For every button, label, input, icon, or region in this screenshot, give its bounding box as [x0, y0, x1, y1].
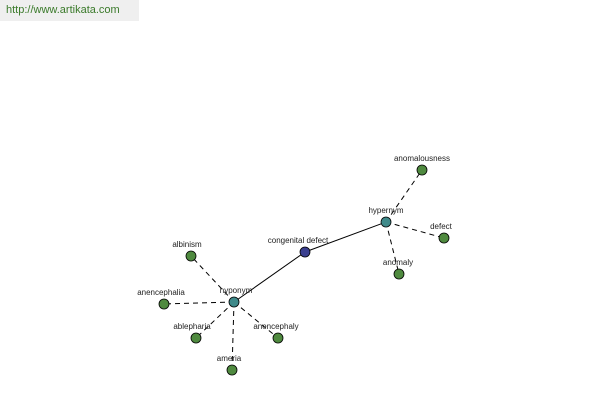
edge-center-hyponym — [233, 251, 306, 303]
label-anomalousness[interactable]: anomalousness — [394, 154, 450, 163]
node-congenital-defect[interactable] — [299, 246, 311, 258]
label-albinism[interactable]: albinism — [172, 240, 202, 249]
node-albinism[interactable] — [185, 250, 197, 262]
label-anomaly[interactable]: anomaly — [383, 258, 413, 267]
edge-hyponym-anencephalia — [163, 301, 235, 305]
graph-nodes — [158, 164, 450, 376]
graph-labels: congenital defect hypernym hyponym anoma… — [137, 154, 452, 363]
node-hypernym[interactable] — [380, 216, 392, 228]
label-defect[interactable]: defect — [430, 222, 453, 231]
node-anencephaly[interactable] — [272, 332, 284, 344]
watermark-url: http://www.artikata.com — [0, 0, 139, 21]
edge-center-hypernym — [304, 221, 387, 253]
node-ameria[interactable] — [226, 364, 238, 376]
node-anencephalia[interactable] — [158, 298, 170, 310]
node-defect[interactable] — [438, 232, 450, 244]
label-anencephalia[interactable]: anencephalia — [137, 288, 185, 297]
label-congenital-defect[interactable]: congenital defect — [268, 236, 329, 245]
edge-hyponym-ablepharia — [195, 301, 235, 339]
node-anomalousness[interactable] — [416, 164, 428, 176]
edge-hyponym-albinism — [190, 255, 235, 303]
edge-hyponym-ameria — [231, 301, 235, 371]
label-anencephaly[interactable]: anencephaly — [253, 322, 298, 331]
edge-hypernym-defect — [385, 221, 445, 239]
node-ablepharia[interactable] — [190, 332, 202, 344]
label-hypernym[interactable]: hypernym — [368, 206, 403, 215]
graph-edges — [163, 169, 445, 371]
label-hyponym[interactable]: hyponym — [220, 286, 253, 295]
label-ablepharia[interactable]: ablepharia — [173, 322, 211, 331]
node-hyponym[interactable] — [228, 296, 240, 308]
edge-hypernym-anomalousness — [385, 169, 423, 223]
edge-hyponym-anencephaly — [233, 301, 279, 339]
node-anomaly[interactable] — [393, 268, 405, 280]
label-ameria[interactable]: ameria — [217, 354, 242, 363]
